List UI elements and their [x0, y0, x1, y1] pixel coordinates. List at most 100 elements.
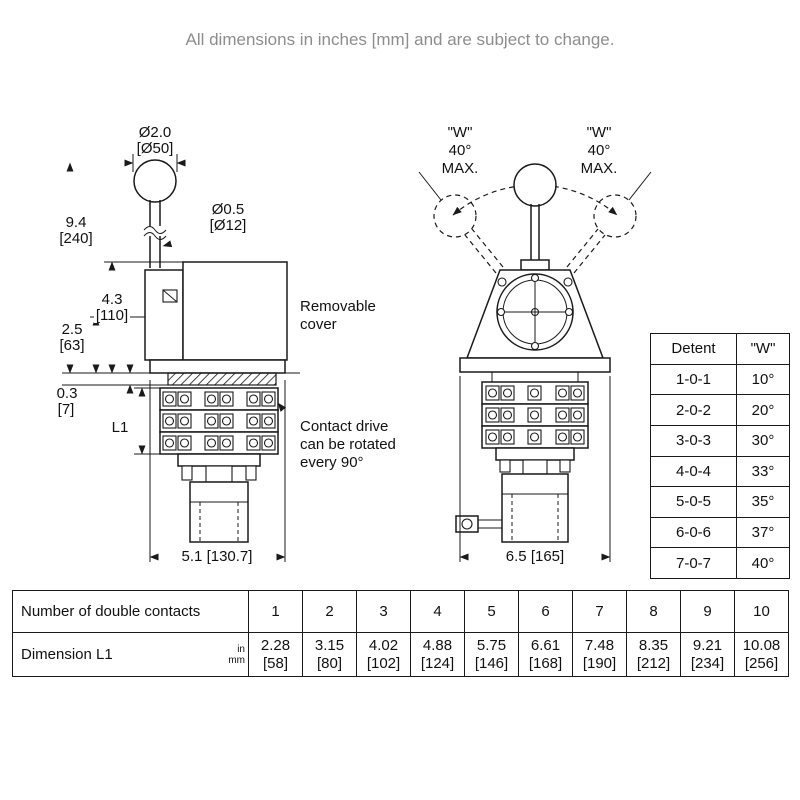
swing-max-right: MAX.	[581, 160, 618, 177]
lower-bracket	[177, 453, 261, 467]
contact-block-row	[159, 387, 279, 411]
dim-shaft-diameter-mm: [Ø12]	[210, 217, 247, 234]
shaft-break-symbol	[143, 226, 167, 240]
front-lower-cylinder	[501, 473, 569, 543]
contact-block-row-front	[481, 381, 589, 405]
tilted-ball-left	[433, 194, 477, 238]
w-cell: 30°	[736, 424, 790, 457]
detent-table-row: 2-0-2 20°	[650, 394, 790, 426]
detent-table-row: 6-0-6 37°	[650, 516, 790, 549]
front-base-flange	[459, 357, 611, 373]
side-view: Ø2.0 [Ø50] Ø0.5 [Ø12] 9.4 [240] 4.3 [110…	[52, 124, 396, 565]
l1-value-cell: 4.02[102]	[356, 632, 411, 677]
dim-total-height-in: 9.4	[66, 214, 87, 231]
swing-w-label-right: "W"	[587, 124, 612, 141]
detent-table-header-row: Detent "W"	[650, 333, 790, 365]
unit-mm: mm	[228, 654, 245, 666]
w-cell: 20°	[736, 394, 790, 426]
dim-base-height-mm: [63]	[59, 337, 84, 354]
contact-drive-note-line3: every 90°	[300, 454, 364, 471]
detent-cell: 6-0-6	[650, 516, 737, 549]
front-view-body	[455, 163, 611, 543]
l1-value-cell: 4.88[124]	[410, 632, 465, 677]
removable-cover-note-line1: Removable	[300, 298, 376, 315]
swing-max-left: MAX.	[442, 160, 479, 177]
contacts-count-cell: 9	[680, 590, 735, 633]
contacts-count-cell: 8	[626, 590, 681, 633]
detent-cell: 3-0-3	[650, 424, 737, 457]
dimension-l1-label-cell: Dimension L1 in mm	[12, 632, 249, 677]
dim-plate-thickness-in: 0.3	[57, 385, 78, 402]
contacts-count-row: Number of double contacts 1 2 3 4 5 6 7 …	[12, 590, 789, 633]
l1-value-cell: 3.15[80]	[302, 632, 357, 677]
handle-ball	[133, 159, 177, 203]
dim-front-width: 6.5 [165]	[506, 548, 564, 565]
swing-arc	[452, 184, 618, 216]
contacts-count-cell: 5	[464, 590, 519, 633]
detent-table-row: 7-0-7 40°	[650, 547, 790, 579]
l1-value-cell: 2.28[58]	[248, 632, 303, 677]
dim-total-height-mm: [240]	[59, 230, 92, 247]
mounting-plate	[167, 372, 277, 386]
front-view-dimension-lines	[459, 376, 611, 562]
dimension-l1-label: Dimension L1	[21, 645, 113, 663]
w-cell: 35°	[736, 486, 790, 518]
detent-cell: 7-0-7	[650, 547, 737, 579]
swing-angle-left: 40°	[449, 142, 472, 159]
base-flange	[149, 359, 286, 374]
l1-value-cell: 8.35[212]	[626, 632, 681, 677]
w-column-header: "W"	[736, 333, 790, 365]
detent-table-row: 1-0-1 10°	[650, 363, 790, 396]
contacts-row-label: Number of double contacts	[12, 590, 249, 633]
tilted-ball-right	[593, 194, 637, 238]
w-cell: 10°	[736, 363, 790, 396]
detent-table-row: 4-0-4 33°	[650, 455, 790, 488]
front-lower-bracket	[495, 447, 575, 461]
dimensions-note: All dimensions in inches [mm] and are su…	[185, 30, 615, 49]
dim-plate-thickness-mm: [7]	[58, 401, 75, 418]
contact-drive-note-line1: Contact drive	[300, 418, 388, 435]
l1-value-cell: 10.08[256]	[734, 632, 789, 677]
technical-drawing: Ø2.0 [Ø50] Ø0.5 [Ø12] 9.4 [240] 4.3 [110…	[52, 124, 652, 565]
unit-in: in	[237, 643, 245, 655]
front-drive-coupling	[522, 459, 548, 475]
front-view: "W" 40° MAX. "W" 40° MAX. 6.5 [165]	[418, 124, 652, 565]
l1-value-cell: 9.21[234]	[680, 632, 735, 677]
contacts-count-cell: 4	[410, 590, 465, 633]
contacts-count-cell: 3	[356, 590, 411, 633]
dim-ball-diameter-in: Ø2.0	[139, 124, 172, 141]
detent-cell: 4-0-4	[650, 455, 737, 488]
dim-cover-height-mm: [110]	[96, 307, 128, 324]
dim-cover-height-in: 4.3	[102, 291, 123, 308]
w-cell: 37°	[736, 516, 790, 549]
contacts-count-cell: 1	[248, 590, 303, 633]
side-view-body	[133, 159, 288, 543]
swing-w-label-left: "W"	[448, 124, 473, 141]
handle-ball-front	[513, 163, 557, 207]
detent-table: Detent "W" 1-0-1 10° 2-0-2 20° 3-0-3 30°…	[650, 333, 790, 579]
detent-cell: 2-0-2	[650, 394, 737, 426]
drive-coupling	[205, 465, 233, 483]
dim-side-width: 5.1 [130.7]	[182, 548, 253, 565]
front-view-swing-indicators	[418, 171, 652, 274]
tilted-handle-left	[464, 228, 504, 274]
removable-cover-note-line2: cover	[300, 316, 337, 333]
contacts-count-cell: 6	[518, 590, 573, 633]
pivot-housing	[144, 269, 184, 361]
detent-cell: 1-0-1	[650, 363, 737, 396]
contacts-count-cell: 10	[734, 590, 789, 633]
l1-value-cell: 6.61[168]	[518, 632, 573, 677]
handle-shaft-front	[530, 204, 540, 260]
detent-cell: 5-0-5	[650, 486, 737, 518]
w-cell: 33°	[736, 455, 790, 488]
w-cell: 40°	[736, 547, 790, 579]
units-label: in mm	[228, 644, 245, 666]
detent-column-header: Detent	[650, 333, 737, 365]
tilted-handle-right	[566, 228, 606, 274]
dimension-l1-table: Number of double contacts 1 2 3 4 5 6 7 …	[12, 590, 789, 677]
handle-shaft	[149, 200, 161, 268]
dim-l1-label: L1	[112, 419, 129, 436]
contacts-count-cell: 2	[302, 590, 357, 633]
swing-angle-right: 40°	[588, 142, 611, 159]
